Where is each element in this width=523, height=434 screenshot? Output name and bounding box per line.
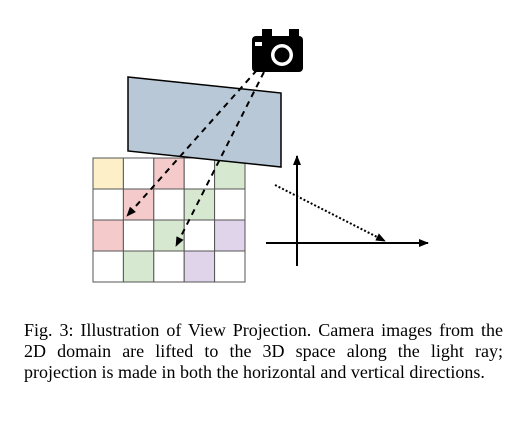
figure-caption: Fig. 3: Illustration of View Projection.… <box>24 320 503 382</box>
grid-cell <box>153 157 185 190</box>
grid-cell <box>183 250 216 283</box>
grid-cell <box>183 188 216 221</box>
grid-cell <box>92 250 124 283</box>
grid-cell <box>92 157 124 190</box>
grid-cell <box>122 250 155 283</box>
grid-cell <box>153 219 185 252</box>
grid-cell <box>214 219 246 252</box>
grid-cell <box>153 188 185 221</box>
grid-cell <box>183 219 216 252</box>
grid-cell <box>122 219 155 252</box>
grid-cell <box>214 250 246 283</box>
grid-cell <box>122 188 155 221</box>
grid-cell <box>214 188 246 221</box>
camera-icon <box>252 29 303 72</box>
projection-axes <box>266 155 429 266</box>
grid-cell <box>92 188 124 221</box>
grid-cell <box>92 219 124 252</box>
image-plane <box>127 76 282 168</box>
grid-cell <box>183 157 216 190</box>
grid-cell <box>122 157 155 190</box>
grid-cell <box>153 250 185 283</box>
projection-ray <box>274 184 386 242</box>
figure-illustration <box>92 29 429 283</box>
bev-grid <box>92 157 246 283</box>
